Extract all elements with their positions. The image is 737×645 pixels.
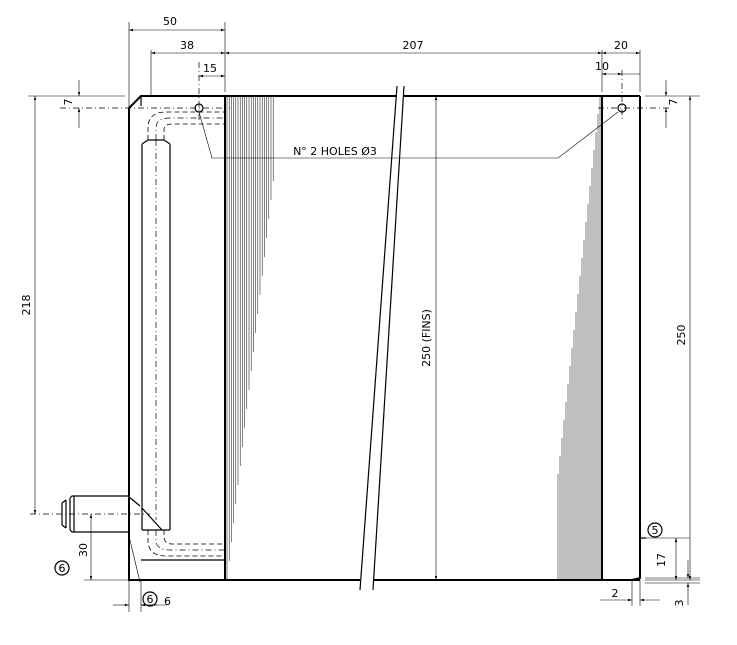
item-balloons: 5 6 6 [54,522,663,607]
dim-3-label: 3 [673,600,686,607]
mounting-holes [194,103,627,159]
inlet-pipe [61,111,225,557]
holes-note: N° 2 HOLES Ø3 [293,145,377,158]
balloon-6-bottom: 6 [142,591,158,607]
dim-7-right-label: 7 [667,99,680,106]
dim-50-label: 50 [163,15,177,28]
dimension-lines [28,22,700,612]
dim-250-fins-label: 250 (FINS) [420,309,433,367]
balloon-6-left: 6 [54,560,70,576]
left-fins [226,96,274,580]
dim-7-left-label: 7 [62,99,75,106]
svg-text:5: 5 [652,524,659,537]
dim-30-label: 30 [77,543,90,557]
svg-text:6: 6 [147,593,154,606]
right-fins [557,96,601,580]
dim-17-label: 17 [655,553,668,567]
dimension-labels: 50 38 207 20 15 10 7 7 218 250 (FINS) 25… [20,15,688,608]
hole-right [617,103,627,113]
balloon-5: 5 [647,522,663,538]
dim-2-label: 2 [612,587,619,600]
svg-text:6: 6 [59,562,66,575]
condenser-body [128,95,641,581]
dim-20-label: 20 [614,39,628,52]
dim-10-label: 10 [595,60,609,73]
center-lines [30,62,672,520]
dim-207-label: 207 [403,39,424,52]
break-lines [359,85,405,591]
dim-38-label: 38 [180,39,194,52]
dim-250-label: 250 [675,325,688,346]
dim-218-label: 218 [20,295,33,316]
dim-15-label: 15 [203,62,217,75]
dim-6-label: 6 [164,595,171,608]
